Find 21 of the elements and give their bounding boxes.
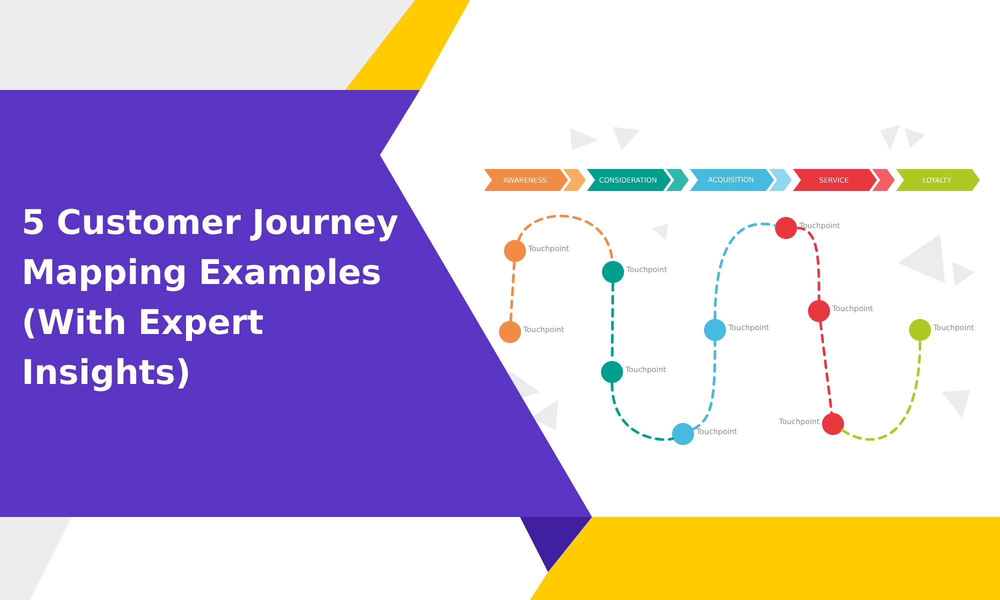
chevron-arrow xyxy=(872,169,895,191)
dashed-path xyxy=(610,382,674,441)
dashed-path xyxy=(509,260,516,322)
dashed-path xyxy=(692,340,716,430)
touchpoint-dot xyxy=(808,300,830,322)
touchpoint-dot xyxy=(499,321,521,343)
touchpoint-dot xyxy=(504,240,526,262)
chevron-arrow xyxy=(769,169,792,191)
chevron-arrow xyxy=(666,169,689,191)
dashed-path xyxy=(796,226,820,302)
touchpoint-dot xyxy=(601,361,623,383)
touchpoint-dot xyxy=(672,423,694,445)
dashed-path xyxy=(819,320,833,414)
chevron-arrow xyxy=(563,169,586,191)
dashed-path xyxy=(714,222,776,320)
touchpoint-dot xyxy=(602,261,624,283)
touchpoint-dot xyxy=(822,413,844,435)
touchpoint-dot xyxy=(775,217,797,239)
touchpoint-dot xyxy=(909,319,932,341)
touchpoint-dot xyxy=(704,319,726,341)
dashed-path xyxy=(841,340,922,441)
